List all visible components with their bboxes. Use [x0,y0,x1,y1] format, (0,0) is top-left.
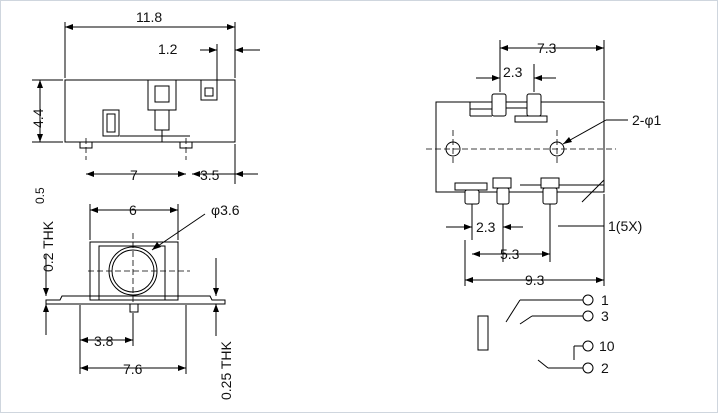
dim-right-53: 5.3 [500,246,520,262]
side-tab-inner [204,87,214,97]
bottom-pin-2 [496,187,510,205]
dim-top-offset: 1.2 [158,41,178,57]
terminal-1-circle [582,294,594,306]
dim-hole-diameter: φ3.6 [211,202,240,218]
front-center-pin [129,303,139,313]
dim-right-holes: 2-φ1 [632,112,662,128]
side-post [154,109,170,131]
top-pin-pad [514,115,548,123]
dim-right-93: 9.3 [525,272,545,288]
dim-small-05: 0.5 [33,187,47,204]
dim-front-76: 7.6 [123,361,143,377]
side-lower-block [102,109,120,137]
dim-front-width: 6 [129,202,137,218]
side-slider-housing [147,79,177,111]
mount-hole-right [549,141,565,157]
terminal-3-circle [582,310,594,322]
front-view: 6 φ3.6 0.2 THK 0.5 3.8 7.6 0.25 THK [33,187,240,400]
top-pin-left [491,93,507,117]
front-view-inner [98,245,166,301]
bottom-pin-3-cap [540,177,560,189]
terminal-2-label: 2 [601,360,609,376]
dim-height-left: 4.4 [30,108,46,128]
terminal-3-label: 3 [601,308,609,324]
dim-right-width: 7.3 [537,40,557,56]
dim-plate-thk-2: 0.25 THK [218,340,234,400]
footprint-view: 7.3 2.3 2-φ1 1(5X) 2.3 5.3 9.3 [426,40,662,288]
dim-right-23-bottom: 2.3 [476,219,496,235]
side-slider-knob [154,85,170,103]
footprint-body [435,101,605,193]
terminal-10-label: 10 [599,338,615,354]
bottom-pin-2-cap [492,177,512,189]
mount-hole-left [445,141,461,157]
dim-pin-pitch-7: 7 [130,167,138,183]
schematic-slider [477,315,489,351]
switch-schematic: 1 3 10 2 [477,292,615,376]
side-lower-inner [106,113,116,133]
terminal-2-circle [582,362,594,374]
dim-front-38: 3.8 [94,333,114,349]
top-pin-right [526,93,542,117]
dim-top-width: 11.8 [136,9,162,25]
terminal-10-circle [582,340,594,352]
dim-right-23-top: 2.3 [503,64,523,80]
terminal-1-label: 1 [601,292,609,308]
side-tab [200,79,218,101]
dim-plate-thk-1: 0.2 THK [40,220,56,272]
bottom-pin-1 [464,189,480,205]
bottom-pad-left [454,182,488,191]
dim-right-pins: 1(5X) [608,218,642,234]
front-mount-plate [45,295,226,305]
dim-side-35: 3.5 [200,167,220,183]
side-view: 11.8 1.2 4.4 7 3.5 [30,9,260,184]
side-view-body [64,79,236,143]
bottom-pin-3 [542,187,558,205]
